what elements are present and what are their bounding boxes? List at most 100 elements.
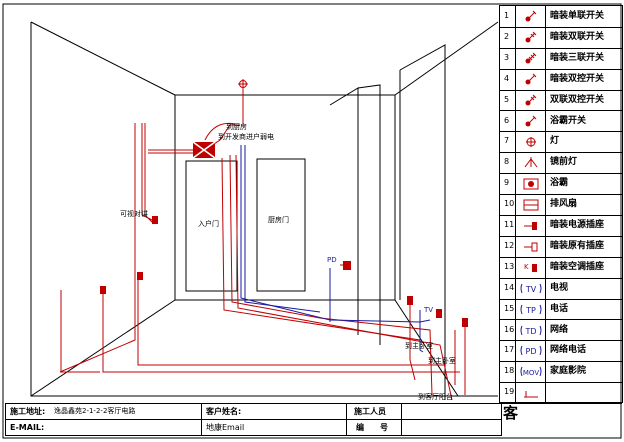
label-to-dev-entry: 到开发商进户弱电 bbox=[218, 133, 274, 141]
svg-text:K: K bbox=[524, 263, 529, 271]
mirror-lamp-icon bbox=[524, 157, 538, 168]
legend-symbol: TP bbox=[516, 298, 546, 320]
label-to-master-bedroom: 到主卧室 bbox=[428, 357, 456, 365]
home-theater-icon: MOV bbox=[520, 367, 542, 377]
legend-symbol bbox=[516, 6, 546, 27]
lamp-icon bbox=[526, 137, 536, 148]
legend-label: 网络电话 bbox=[550, 345, 587, 356]
legend-row: 3 暗装三联开关 bbox=[500, 47, 622, 70]
legend-number: 11 bbox=[501, 215, 516, 236]
single-switch-icon bbox=[525, 10, 537, 22]
legend-label: 排风扇 bbox=[550, 199, 578, 210]
double-two-way-switch-icon bbox=[525, 94, 537, 106]
ac-socket-icon: K bbox=[524, 263, 537, 272]
legend-number: 13 bbox=[501, 256, 516, 278]
legend-number: 5 bbox=[501, 89, 516, 111]
number-label: 编 号 bbox=[356, 423, 388, 432]
legend-number: 12 bbox=[501, 235, 516, 257]
two-way-switch-icon bbox=[525, 73, 537, 85]
legend-number: 4 bbox=[501, 68, 516, 90]
legend-symbol: TV bbox=[516, 277, 546, 299]
legend-symbol bbox=[516, 194, 546, 215]
drawing-border bbox=[2, 3, 622, 439]
legend-symbol bbox=[516, 382, 546, 404]
bath-heater-icon bbox=[523, 178, 539, 190]
right-socket-b-icon bbox=[436, 309, 442, 318]
label-video-intercom: 可视对讲 bbox=[120, 210, 148, 218]
network-phone-socket-icon: PD bbox=[520, 346, 542, 356]
legend-number: 3 bbox=[501, 47, 516, 69]
legend-number: 16 bbox=[501, 319, 516, 341]
right-socket-c-icon bbox=[462, 318, 468, 327]
legend-number: 15 bbox=[501, 298, 516, 320]
legend-label: 网络 bbox=[550, 324, 569, 335]
legend-symbol bbox=[516, 47, 546, 69]
label-to-balcony: 到客厅阳台 bbox=[418, 393, 453, 401]
legend-label: 暗装双联开关 bbox=[550, 31, 605, 42]
wall-devices bbox=[100, 79, 468, 327]
legend-symbol: PD bbox=[516, 340, 546, 362]
double-switch-icon bbox=[525, 31, 537, 43]
legend-label: 暗装单联开关 bbox=[550, 11, 605, 21]
legend-symbol bbox=[516, 68, 546, 90]
legend-label: 灯 bbox=[550, 136, 560, 147]
title-block: 施工地址: 逸晶鑫苑2-1-2-2客厅电路 客户姓名: 施工人员 E-MAIL:… bbox=[5, 403, 502, 436]
pd-socket-icon bbox=[343, 261, 351, 270]
legend-number: 9 bbox=[501, 173, 516, 195]
network-socket-icon: TD bbox=[520, 325, 542, 336]
existing-socket-icon bbox=[524, 242, 538, 252]
email-value: 地康Email bbox=[206, 423, 245, 432]
svg-text:TP: TP bbox=[525, 306, 536, 315]
legend-number: 18 bbox=[501, 361, 516, 383]
email-label: E-MAIL: bbox=[10, 423, 45, 432]
legend-number: 2 bbox=[501, 26, 516, 48]
legend-row: 12 暗装原有插座 bbox=[500, 235, 622, 258]
legend-symbol bbox=[516, 215, 546, 236]
svg-text:TD: TD bbox=[524, 327, 536, 336]
client-label: 客户姓名: bbox=[206, 407, 242, 416]
legend-number: 8 bbox=[501, 152, 516, 174]
power-wiring bbox=[59, 122, 466, 401]
label-pd: PD bbox=[327, 256, 337, 264]
weak-current-wiring bbox=[240, 145, 431, 353]
right-socket-a-icon bbox=[407, 296, 413, 305]
legend-label: 电话 bbox=[550, 303, 569, 314]
legend-row: 19 bbox=[500, 382, 622, 405]
legend-symbol bbox=[516, 173, 546, 195]
legend-row: 9 浴霸 bbox=[500, 173, 622, 196]
kitchen-door-outline bbox=[256, 158, 306, 292]
label-to-kitchen: 到厨房 bbox=[226, 123, 247, 131]
legend-label: 电视 bbox=[550, 282, 569, 293]
left-socket-icon bbox=[137, 272, 143, 280]
misc-icon bbox=[524, 391, 538, 398]
label-to-second-bedroom: 到主卧室 bbox=[405, 342, 433, 350]
legend-label: 浴霸开关 bbox=[550, 115, 587, 126]
label-kitchen-door: 厨房门 bbox=[268, 216, 289, 224]
legend-number: 6 bbox=[501, 110, 516, 132]
legend-row: 10 排风扇 bbox=[500, 194, 622, 216]
legend-label: 双联双控开关 bbox=[550, 94, 605, 105]
legend-row: 5 双联双控开关 bbox=[500, 89, 622, 112]
legend-symbol: MOV bbox=[516, 361, 546, 383]
legend-symbol: K bbox=[516, 256, 546, 278]
address-value: 逸晶鑫苑2-1-2-2客厅电路 bbox=[54, 407, 136, 415]
power-socket-icon bbox=[524, 222, 537, 230]
legend-number: 7 bbox=[501, 131, 516, 153]
svg-text:MOV: MOV bbox=[523, 369, 539, 377]
legend-row: 2 暗装双联开关 bbox=[500, 26, 622, 49]
legend-number: 10 bbox=[501, 194, 516, 215]
legend-label: 暗装三联开关 bbox=[550, 52, 605, 63]
exhaust-fan-icon bbox=[523, 199, 539, 211]
legend-label: 浴霸 bbox=[550, 178, 569, 189]
label-entry-door: 入户门 bbox=[198, 220, 219, 228]
legend-label: 暗装原有插座 bbox=[550, 240, 605, 251]
